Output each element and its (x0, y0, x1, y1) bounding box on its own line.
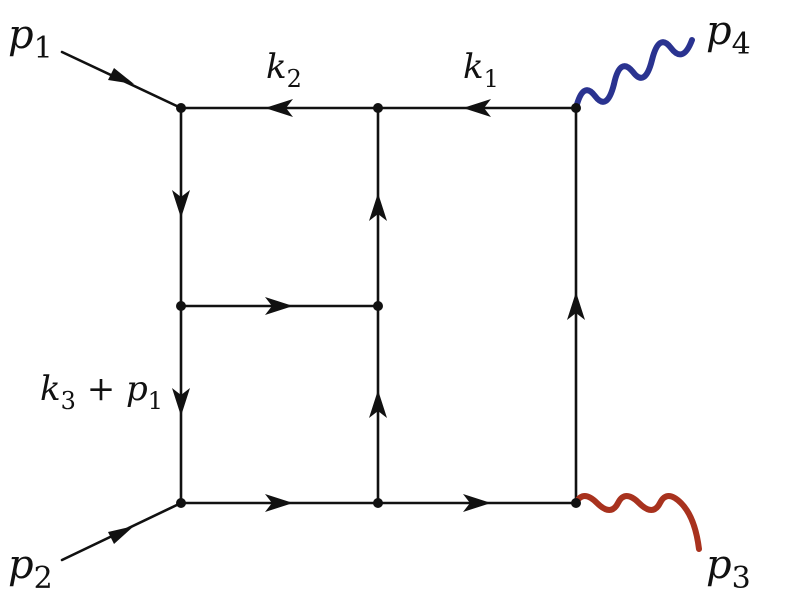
vertex-bottom-middle (373, 498, 383, 508)
arrow-p1 (108, 68, 134, 84)
arrow-right (567, 292, 585, 320)
arrow-middle-lower (369, 390, 387, 418)
label-p3: p3 (706, 542, 751, 596)
vertex-middle-left (176, 301, 186, 311)
arrow-left-lower (172, 388, 190, 416)
propagator-arrows (172, 99, 585, 512)
label-p4: p4 (706, 8, 751, 62)
external-line-p1 (60, 50, 183, 110)
vertices (176, 103, 581, 508)
external-line-p2 (60, 501, 183, 562)
vertex-top-middle (373, 103, 383, 113)
label-k3-plus-p1: k3 + p1 (40, 369, 163, 415)
vertex-bottom-right (571, 498, 581, 508)
label-k2: k2 (266, 47, 302, 93)
arrow-k1 (463, 99, 491, 117)
vertex-middle-center (373, 301, 383, 311)
arrow-bottom-left (265, 494, 293, 512)
arrow-p2 (108, 526, 134, 544)
arrow-bottom-right (463, 494, 491, 512)
arrow-middle-horizontal (265, 297, 293, 315)
photon-line-p3 (573, 493, 702, 552)
vertex-top-right (571, 103, 581, 113)
arrow-middle-upper (369, 193, 387, 221)
arrow-left-upper (172, 190, 190, 218)
label-p1: p1 (8, 12, 53, 66)
vertex-bottom-left (176, 498, 186, 508)
label-k1: k1 (463, 47, 499, 93)
arrow-k2 (265, 99, 293, 117)
vertex-top-left (176, 103, 186, 113)
photon-line-p4 (573, 37, 695, 111)
label-p2: p2 (8, 542, 53, 596)
